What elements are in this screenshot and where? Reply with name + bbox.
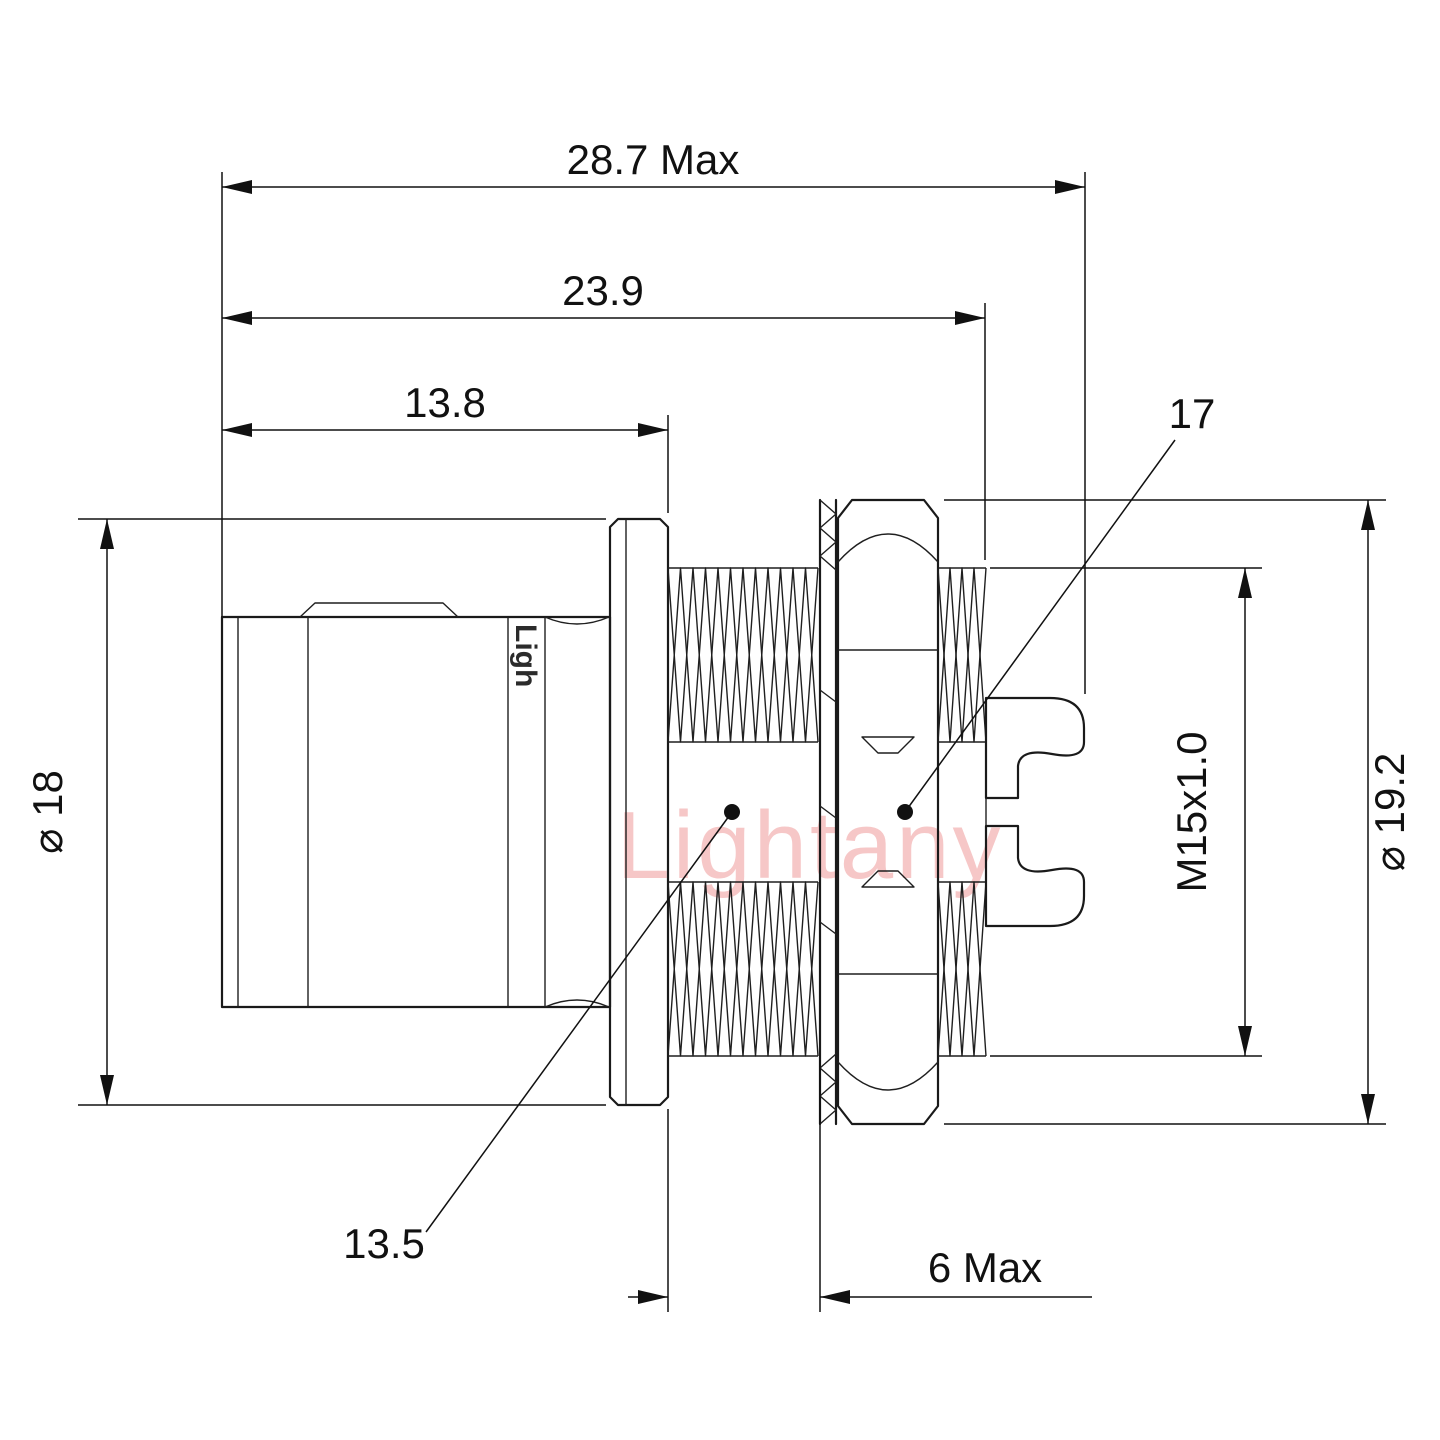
leader-hex-across-flats: 17 xyxy=(897,390,1215,820)
dim-rear-diameter: ⌀ 19.2 xyxy=(944,499,1413,1125)
extension-lines xyxy=(944,499,1386,1125)
dim-length-to-rear: 23.9 xyxy=(222,267,986,560)
arrowhead xyxy=(100,1075,114,1105)
connector-body xyxy=(220,602,612,1009)
nut-corner-notches xyxy=(861,736,915,888)
arrowhead xyxy=(222,311,252,325)
lower-contact-tab xyxy=(984,824,1086,928)
flange-outline xyxy=(608,517,670,1107)
arrowhead xyxy=(1361,500,1375,530)
arrowhead xyxy=(1361,1094,1375,1124)
length-to-rear-label: 23.9 xyxy=(562,267,644,314)
front-thread xyxy=(667,567,819,1057)
leader-line xyxy=(425,811,733,1233)
arrowhead xyxy=(820,1290,850,1304)
front-length-label: 13.8 xyxy=(404,379,486,426)
arrowhead xyxy=(222,423,252,437)
leader-dot xyxy=(724,804,740,820)
arrowhead xyxy=(1055,180,1085,194)
thread-boundaries xyxy=(938,567,986,1057)
lock-washer xyxy=(818,498,838,1126)
washer-serrations xyxy=(819,499,837,1125)
hex-across-flats-label: 17 xyxy=(1169,390,1216,437)
nut-outline xyxy=(836,498,940,1126)
nut-facet-lines xyxy=(838,649,938,975)
coupling-body-details xyxy=(237,602,610,1008)
dim-thread-spec: M15x1.0 xyxy=(990,567,1262,1057)
upper-contact-tab xyxy=(984,696,1086,800)
extension-lines xyxy=(990,567,1262,1057)
rear-thread xyxy=(937,567,987,1057)
thread-spec-label: M15x1.0 xyxy=(1168,731,1215,892)
mounting-flange xyxy=(608,517,670,1107)
panel-thickness-label: 6 Max xyxy=(928,1244,1042,1291)
dim-front-diameter: ⌀ 18 xyxy=(24,518,606,1106)
solder-contacts xyxy=(984,696,1086,928)
arrowhead xyxy=(222,180,252,194)
arrowhead xyxy=(1238,1026,1252,1056)
leader-dot xyxy=(897,804,913,820)
arrowhead xyxy=(638,423,668,437)
dim-front-length: 13.8 xyxy=(222,379,669,513)
hex-nut xyxy=(836,498,940,1126)
coupling-body-outline xyxy=(220,615,612,1009)
thread-zigzag xyxy=(937,567,987,743)
thread-zigzag xyxy=(937,567,987,743)
nut-chamfer-arcs xyxy=(837,533,939,1091)
arrowhead xyxy=(638,1290,668,1304)
leader-line xyxy=(904,439,1176,813)
extension-lines xyxy=(78,518,606,1106)
leader-thread-length: 13.5 xyxy=(343,804,740,1267)
arrowhead xyxy=(100,519,114,549)
thread-boundaries xyxy=(668,567,818,1057)
thread-zigzag xyxy=(937,881,987,1057)
arrowhead xyxy=(955,311,985,325)
extension-lines xyxy=(221,172,1086,694)
washer-edges xyxy=(818,498,838,1126)
rear-diameter-label: ⌀ 19.2 xyxy=(1366,753,1413,872)
watermark-layer: Lightany Ligh xyxy=(509,624,1004,899)
thread-length-label: 13.5 xyxy=(343,1220,425,1267)
dim-overall-length: 28.7 Max xyxy=(221,136,1086,694)
watermark-text: Lightany xyxy=(617,792,1004,899)
extension-lines xyxy=(667,1060,821,1312)
dim-panel-thickness: 6 Max xyxy=(628,1060,1092,1312)
thread-zigzag xyxy=(937,881,987,1057)
overall-length-label: 28.7 Max xyxy=(567,136,740,183)
arrowhead xyxy=(1238,568,1252,598)
side-brand-mark: Ligh xyxy=(509,624,542,687)
front-diameter-label: ⌀ 18 xyxy=(24,770,71,854)
